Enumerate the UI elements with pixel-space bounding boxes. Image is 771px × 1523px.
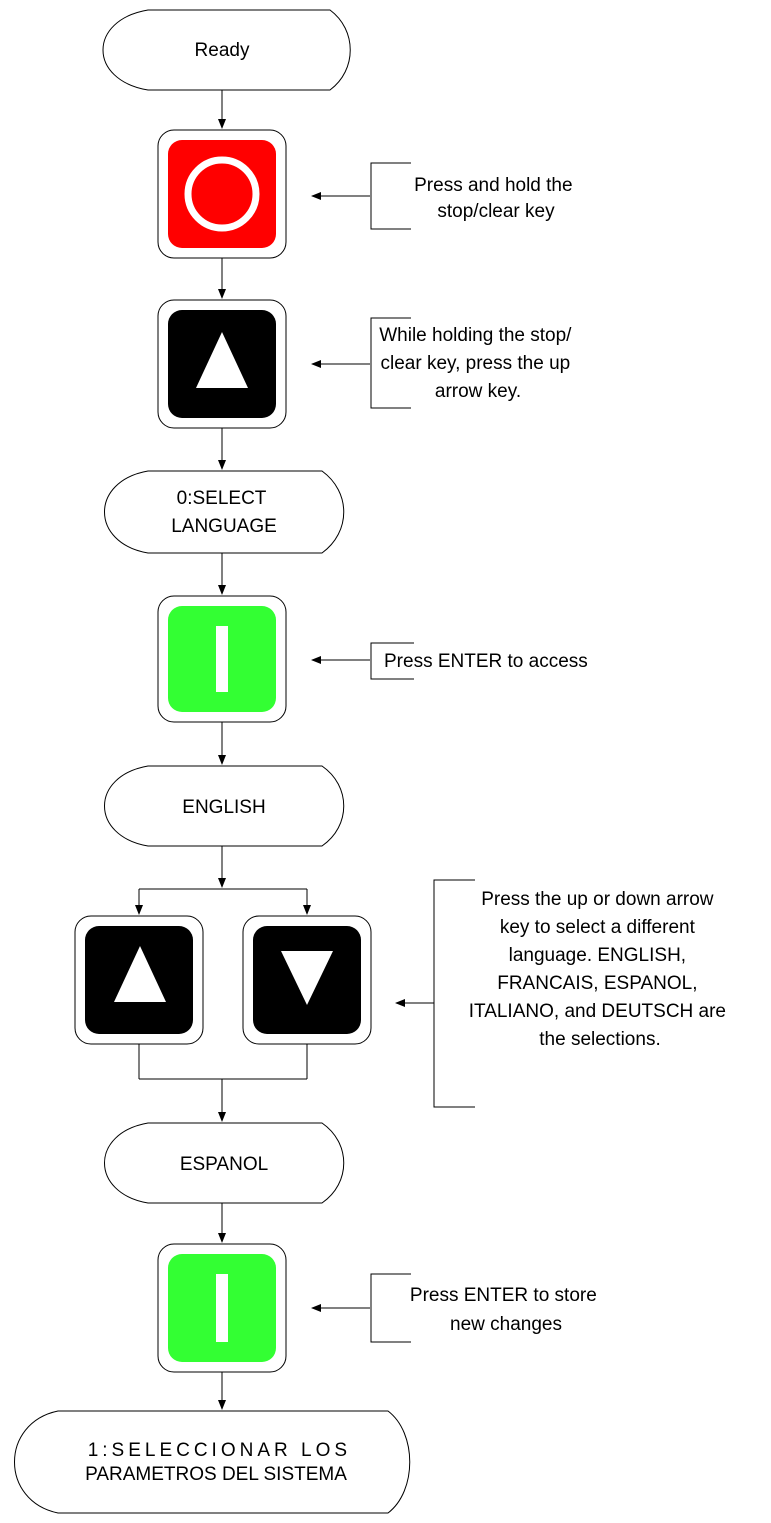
up-arrow-key xyxy=(157,299,287,429)
up-arrow-icon xyxy=(114,946,166,1002)
note-text: While holding the stop/ xyxy=(379,325,572,346)
display-state-text: Ready xyxy=(195,40,250,61)
svg-text:Press the up or down arrow: Press the up or down arrow key to select… xyxy=(469,889,732,1050)
note-text: key to select a different xyxy=(500,917,696,938)
note-text: FRANCAIS, ESPANOL, xyxy=(497,973,697,994)
stop-clear-key xyxy=(157,129,287,259)
split-connector xyxy=(135,846,311,915)
note-text: Press ENTER to store xyxy=(410,1285,597,1306)
up-arrow-icon xyxy=(196,332,248,388)
svg-text:0:SELECT LANGUAGE: 0:SELECT LANGUAGE xyxy=(171,488,277,537)
display-state-ready: Ready xyxy=(102,9,351,91)
display-state-select-language: 0:SELECT LANGUAGE xyxy=(104,470,345,554)
note-text: arrow key. xyxy=(435,381,521,402)
display-state-text: PARAMETROS DEL SISTEMA xyxy=(85,1464,347,1485)
note-text: Press ENTER to access xyxy=(384,651,588,672)
svg-text:Press ENTER to access: Press ENTER to access xyxy=(384,651,588,672)
svg-text:1:SELECCIONAR LOS PARAME: 1:SELECCIONAR LOS PARAMETROS DEL SISTEMA xyxy=(85,1440,356,1485)
svg-text:While holding the stop/: While holding the stop/ clear key, press… xyxy=(379,325,577,402)
display-state-text: 1:SELECCIONAR LOS xyxy=(88,1440,351,1461)
note-text: new changes xyxy=(450,1314,562,1335)
bar-icon xyxy=(216,626,228,692)
svg-text:Press ENTER to store new: Press ENTER to store new changes xyxy=(410,1285,602,1335)
display-state-text: 0:SELECT xyxy=(177,488,267,509)
note-select-language: Press the up or down arrow key to select… xyxy=(395,879,732,1108)
svg-text:ENGLISH: ENGLISH xyxy=(182,797,265,818)
display-state-parametros: 1:SELECCIONAR LOS PARAMETROS DEL SISTEMA xyxy=(14,1410,411,1514)
note-stop-clear: Press and hold the stop/clear key xyxy=(311,162,578,230)
note-text: language. ENGLISH, xyxy=(509,945,686,966)
note-up-arrow: While holding the stop/ clear key, press… xyxy=(311,317,577,409)
note-text: clear key, press the up xyxy=(380,353,570,374)
note-text: Press the up or down arrow xyxy=(481,889,714,910)
svg-text:ESPANOL: ESPANOL xyxy=(180,1154,268,1175)
join-connector xyxy=(138,1044,308,1122)
circle-icon xyxy=(184,156,260,232)
svg-text:Press and hold the stop/: Press and hold the stop/clear key xyxy=(414,175,578,222)
note-text: ITALIANO, and DEUTSCH are xyxy=(469,1001,726,1022)
display-state-text: ESPANOL xyxy=(180,1154,268,1175)
display-state-text: LANGUAGE xyxy=(171,516,277,537)
down-arrow-key xyxy=(242,915,372,1045)
bar-icon xyxy=(216,1274,228,1342)
down-arrow-icon xyxy=(281,951,333,1005)
enter-key xyxy=(157,595,287,723)
display-state-text: ENGLISH xyxy=(182,797,265,818)
display-state-espanol: ESPANOL xyxy=(104,1122,345,1204)
up-arrow-key xyxy=(74,915,204,1045)
svg-text:Ready: Ready xyxy=(195,40,250,61)
note-enter-store: Press ENTER to store new changes xyxy=(311,1273,602,1343)
enter-key xyxy=(157,1243,287,1373)
note-enter-access: Press ENTER to access xyxy=(311,642,588,680)
note-text: Press and hold the xyxy=(414,175,572,196)
note-text: the selections. xyxy=(539,1029,660,1050)
note-text: stop/clear key xyxy=(437,201,555,222)
display-state-english: ENGLISH xyxy=(104,765,345,847)
